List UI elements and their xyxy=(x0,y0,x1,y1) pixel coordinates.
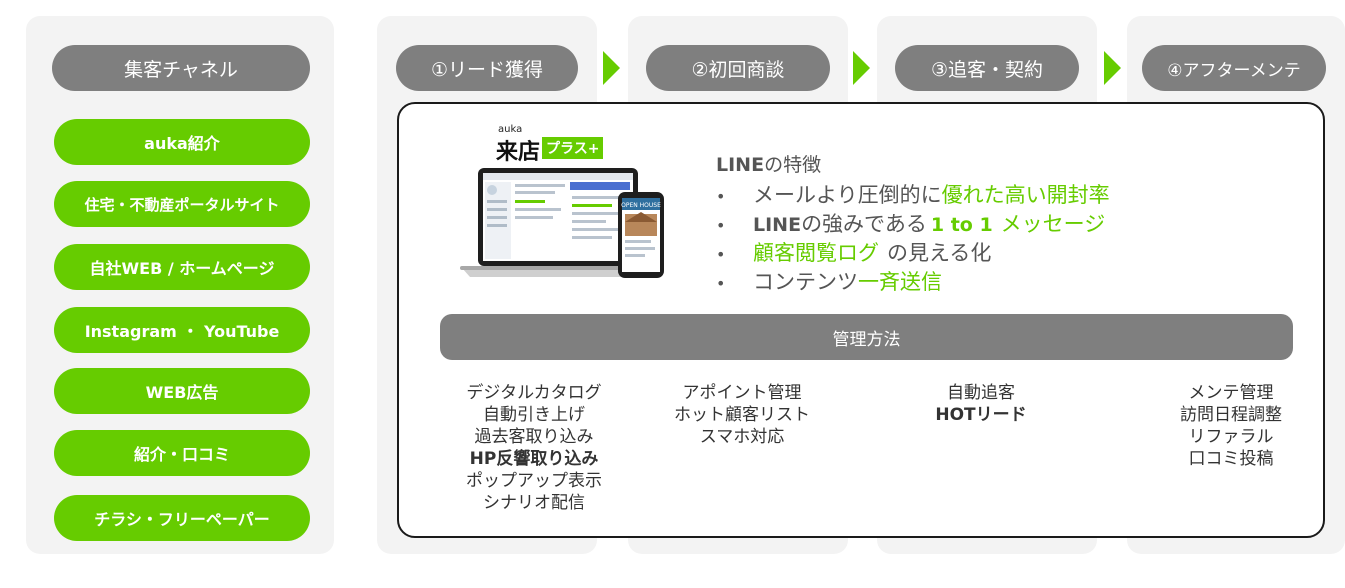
channel-item-sns: Instagram ・ YouTube xyxy=(54,307,310,353)
mgmt-item: 訪問日程調整 xyxy=(1180,405,1282,425)
mgmt-item: リファラル xyxy=(1188,427,1274,447)
feature-highlight: 1 to 1 xyxy=(930,214,993,236)
mgmt-item: シナリオ配信 xyxy=(483,493,585,513)
channel-item-portal: 住宅・不動産ポータルサイト xyxy=(54,181,310,227)
channel-item-web-ad: WEB広告 xyxy=(54,368,310,414)
step-lead: ①リード獲得 xyxy=(396,45,578,91)
device-illustration: OPEN HOUSE xyxy=(460,168,664,278)
management-col-lead: デジタルカタログ 自動引き上げ 過去客取り込み HP反響取り込み ポップアップ表… xyxy=(444,382,624,514)
mgmt-item: ポップアップ表示 xyxy=(466,471,602,491)
mgmt-item: スマホ対応 xyxy=(699,427,785,447)
bullet-icon: • xyxy=(716,245,726,264)
management-col-followup: 自動追客 HOTリード xyxy=(891,382,1071,426)
feature-item-open-rate: • メールより圧倒的に優れた高い開封率 xyxy=(716,179,1110,208)
features-title-rest: の特徴 xyxy=(764,154,822,176)
logo-brand-main: 来店 xyxy=(496,140,541,165)
mgmt-item: アポイント管理 xyxy=(682,383,802,403)
mgmt-item: HOTリード xyxy=(935,405,1027,425)
feature-highlight: 顧客閲覧ログ xyxy=(753,241,879,265)
step-aftercare: ④アフターメンテ xyxy=(1142,45,1326,91)
feature-highlight: 一斉送信 xyxy=(858,270,942,294)
logo-brand-small: auka xyxy=(498,124,523,135)
mgmt-item: 自動引き上げ xyxy=(483,405,585,425)
feature-after: メッセージ xyxy=(1000,212,1106,236)
mgmt-item: 自動追客 xyxy=(947,383,1015,403)
feature-bold-prefix: LINE xyxy=(753,214,802,236)
step-arrow-3 xyxy=(1104,51,1121,85)
management-col-aftercare: メンテ管理 訪問日程調整 リファラル 口コミ投稿 xyxy=(1141,382,1321,470)
features-title: LINEの特徴 xyxy=(716,150,1110,177)
mgmt-item: メンテ管理 xyxy=(1188,383,1274,403)
management-header: 管理方法 xyxy=(440,314,1293,360)
channel-item-auka: auka紹介 xyxy=(54,119,310,165)
features-title-bold: LINE xyxy=(716,154,765,176)
phone-banner-text: OPEN HOUSE xyxy=(621,202,661,209)
feature-after: の見える化 xyxy=(887,241,992,265)
mgmt-item: デジタルカタログ xyxy=(466,383,602,403)
feature-item-broadcast: • コンテンツ一斉送信 xyxy=(716,266,1110,295)
logo-brand-tag: プラス+ xyxy=(542,137,604,159)
feature-text: コンテンツ xyxy=(753,270,858,294)
feature-text: の強みである xyxy=(801,212,927,236)
mgmt-item: HP反響取り込み xyxy=(469,449,599,469)
bullet-icon: • xyxy=(716,216,726,235)
mgmt-item: 過去客取り込み xyxy=(474,427,594,447)
feature-text: メールより圧倒的に xyxy=(753,183,942,207)
step-followup: ③追客・契約 xyxy=(895,45,1079,91)
channel-item-referral: 紹介・口コミ xyxy=(54,430,310,476)
management-col-meeting: アポイント管理 ホット顧客リスト スマホ対応 xyxy=(652,382,832,448)
feature-item-view-log: • 顧客閲覧ログの見える化 xyxy=(716,237,1110,266)
bullet-icon: • xyxy=(716,187,726,206)
channel-item-flyer: チラシ・フリーペーパー xyxy=(54,495,310,541)
channel-header: 集客チャネル xyxy=(52,45,310,91)
step-arrow-1 xyxy=(603,51,620,85)
mgmt-item: ホット顧客リスト xyxy=(674,405,810,425)
mgmt-item: 口コミ投稿 xyxy=(1188,449,1274,469)
step-first-meeting: ②初回商談 xyxy=(646,45,830,91)
channel-item-homepage: 自社WEB / ホームページ xyxy=(54,244,310,290)
feature-highlight: 優れた高い開封率 xyxy=(941,183,1110,207)
bullet-icon: • xyxy=(716,274,726,293)
step-arrow-2 xyxy=(853,51,870,85)
